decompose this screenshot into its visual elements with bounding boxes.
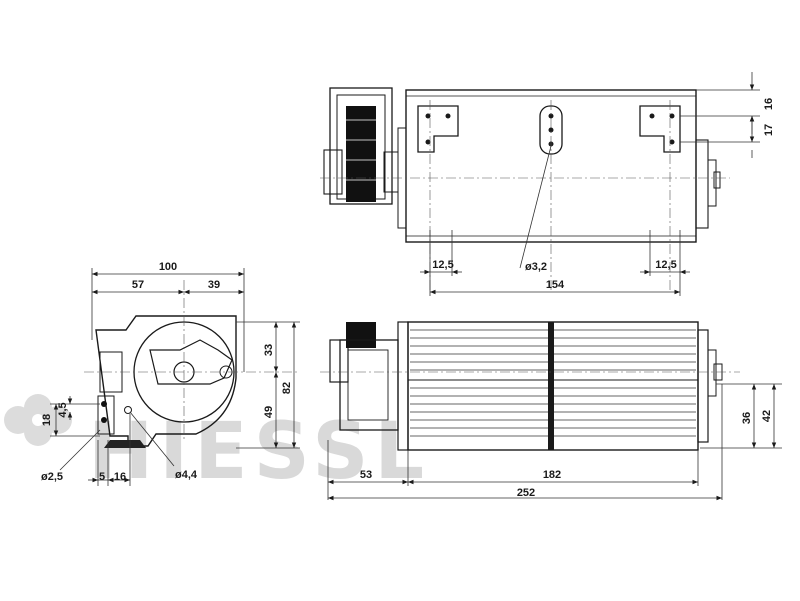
dim-82: 82 [281, 382, 293, 394]
dim-36: 36 [741, 412, 753, 424]
end-cap [707, 159, 717, 207]
watermark-logo-icon [4, 394, 72, 446]
dim-12-5-left: 12,5 [432, 259, 453, 271]
motor-bracket [149, 339, 233, 385]
dim-42: 42 [761, 410, 773, 422]
front-flange-right [697, 329, 709, 443]
front-view: 36 42 53 182 252 [320, 321, 782, 501]
dim-18: 18 [41, 414, 53, 426]
watermark-text: HIESSL [88, 407, 430, 497]
mounting-slot-left [417, 105, 459, 153]
dim-dia-2-5: ø2,5 [41, 471, 63, 483]
impeller-divider [548, 322, 554, 450]
side-foot [104, 440, 146, 448]
leader-hole-dia [519, 145, 552, 269]
dim-53: 53 [360, 469, 372, 481]
front-motor-winding [346, 322, 376, 348]
end-bearing [695, 139, 709, 229]
dim-dia-4-4: ø4,4 [175, 469, 198, 481]
motor-terminal [323, 149, 343, 195]
dim-252: 252 [517, 487, 535, 499]
leader-2-5 [59, 429, 101, 471]
dim-154: 154 [546, 279, 565, 291]
side-view: 100 57 39 33 49 82 18 4,5 5 16 ø2,5 ø4,4 [41, 261, 300, 486]
side-mount-plate [97, 395, 115, 435]
dim-49: 49 [263, 406, 275, 418]
body-top [405, 89, 697, 243]
dim-16: 16 [763, 98, 775, 110]
leader-4-4 [129, 411, 175, 467]
motor-cap [383, 151, 399, 193]
motor-winding [346, 106, 376, 202]
dim-12-5-right: 12,5 [655, 259, 676, 271]
dim-4-5: 4,5 [57, 402, 69, 417]
dim-57: 57 [132, 279, 144, 291]
dim-hole-dia: ø3,2 [525, 261, 547, 273]
dim-33: 33 [263, 344, 275, 356]
dim-17: 17 [763, 124, 775, 136]
top-view: 16 17 12,5 12,5 154 ø3,2 [320, 72, 775, 296]
mount-hole [124, 406, 132, 414]
front-motor-terminal [329, 339, 349, 383]
mounting-slot-right [639, 105, 681, 153]
dim-39: 39 [208, 279, 220, 291]
motor-housing [329, 87, 393, 205]
dim-16-side: 16 [114, 471, 126, 483]
shaft-end [713, 171, 721, 189]
dim-5: 5 [99, 471, 105, 483]
dim-100: 100 [159, 261, 177, 273]
dim-182: 182 [543, 469, 561, 481]
front-end-cap [707, 349, 717, 397]
